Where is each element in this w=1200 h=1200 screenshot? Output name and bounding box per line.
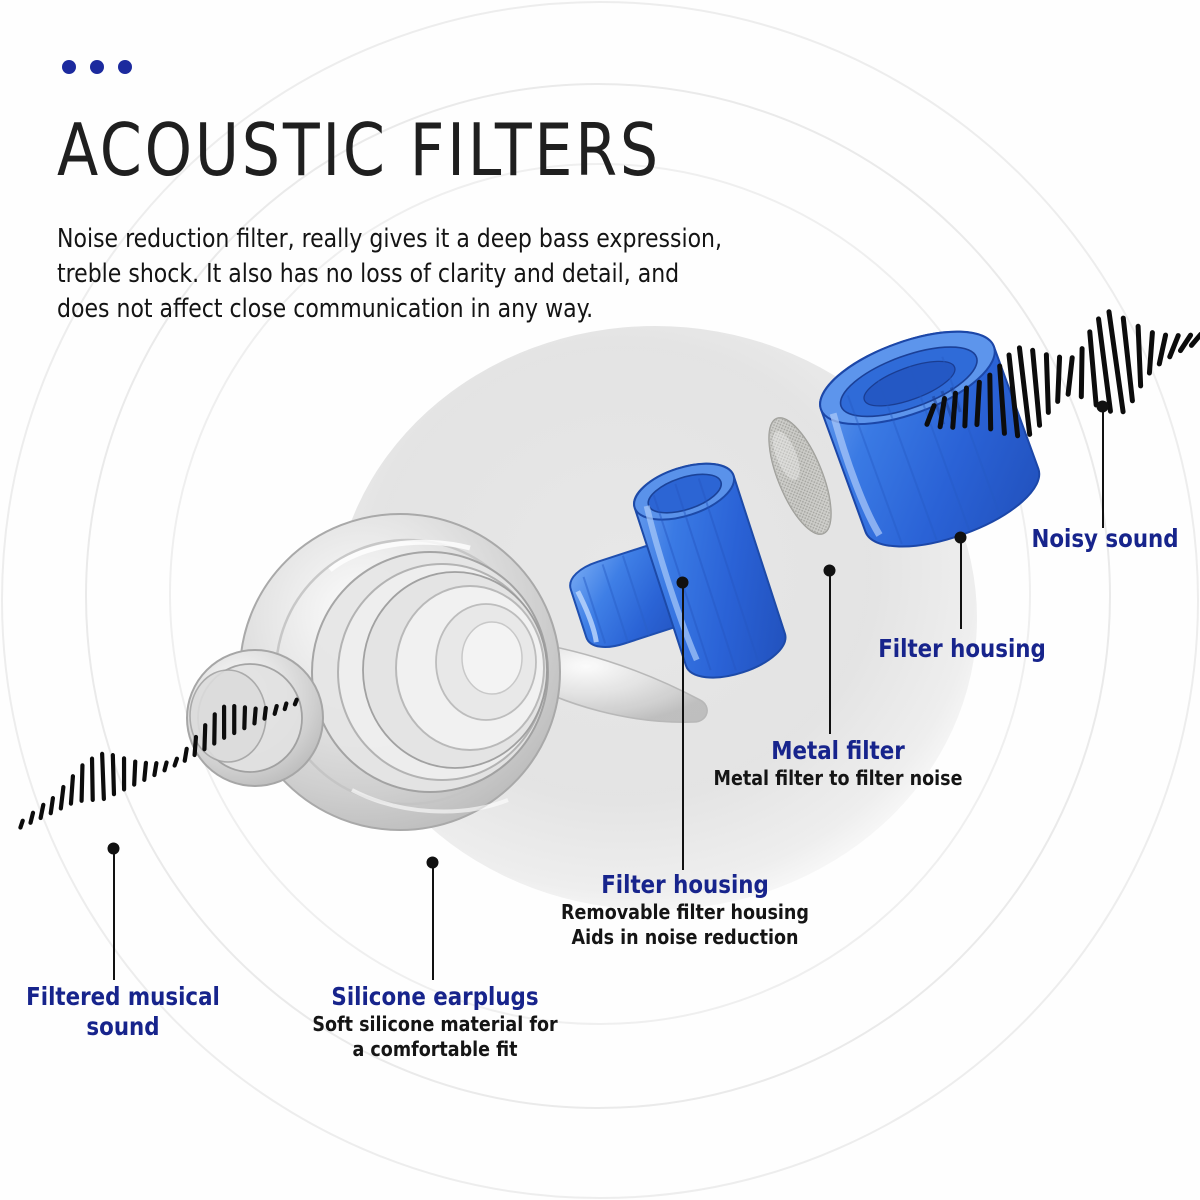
callout-description-line-2: Aids in noise reduction: [571, 925, 799, 949]
dot-icon: [90, 60, 104, 74]
subtitle-line-3: does not affect close communication in a…: [57, 294, 594, 324]
callout-description-line-1: Removable filter housing: [561, 900, 809, 924]
callout-metal-filter: Metal filter Metal filter to filter nois…: [678, 736, 998, 791]
leader-dot: [678, 578, 687, 587]
callout-description-line-1: Soft silicone material for: [312, 1012, 558, 1036]
callout-description-line-1: Metal filter to filter noise: [713, 766, 963, 790]
leader-dot: [428, 858, 437, 867]
leader-stem: [112, 852, 115, 980]
decorative-dots: [62, 60, 132, 74]
page-subtitle: Noise reduction filter, really gives it …: [57, 222, 844, 327]
callout-filter-housing-left: Filter housing Removable filter housing …: [535, 870, 835, 950]
leader-dot: [109, 844, 118, 853]
callout-filtered-musical-sound: Filtered musical sound: [8, 982, 238, 1042]
subtitle-line-2: treble shock. It also has no loss of cla…: [57, 259, 680, 289]
page-title: ACOUSTIC FILTERS: [57, 108, 661, 192]
callout-label: Noisy sound: [1031, 524, 1179, 553]
leader-stem: [828, 574, 831, 734]
leader-stem: [681, 586, 684, 870]
dot-icon: [62, 60, 76, 74]
noisy-sound-wave: [924, 309, 1200, 439]
callout-label-line-1: Filtered musical: [26, 982, 220, 1011]
subtitle-line-1: Noise reduction filter, really gives it …: [57, 224, 723, 254]
leader-dot: [825, 566, 834, 575]
callout-description-line-2: a comfortable fit: [352, 1037, 518, 1061]
callout-label: Silicone earplugs: [331, 982, 539, 1011]
callout-filter-housing-right: Filter housing: [852, 634, 1072, 664]
callout-noisy-sound: Noisy sound: [1010, 524, 1200, 554]
leader-dot: [956, 533, 965, 542]
silicone-earplug-part: [186, 513, 708, 831]
callout-label: Filter housing: [878, 634, 1046, 663]
dot-icon: [118, 60, 132, 74]
leader-stem: [1101, 410, 1104, 528]
callout-label: Metal filter: [771, 736, 905, 765]
filtered-sound-wave: [18, 697, 299, 830]
filter-housing-nozzle-part: [569, 462, 787, 679]
callout-silicone-earplugs: Silicone earplugs Soft silicone material…: [290, 982, 580, 1062]
callout-label-line-2: sound: [86, 1012, 160, 1041]
callout-label: Filter housing: [601, 870, 769, 899]
leader-stem: [959, 541, 962, 629]
leader-stem: [431, 866, 434, 980]
leader-dot: [1098, 402, 1107, 411]
metal-filter-disc-part: [768, 417, 832, 535]
